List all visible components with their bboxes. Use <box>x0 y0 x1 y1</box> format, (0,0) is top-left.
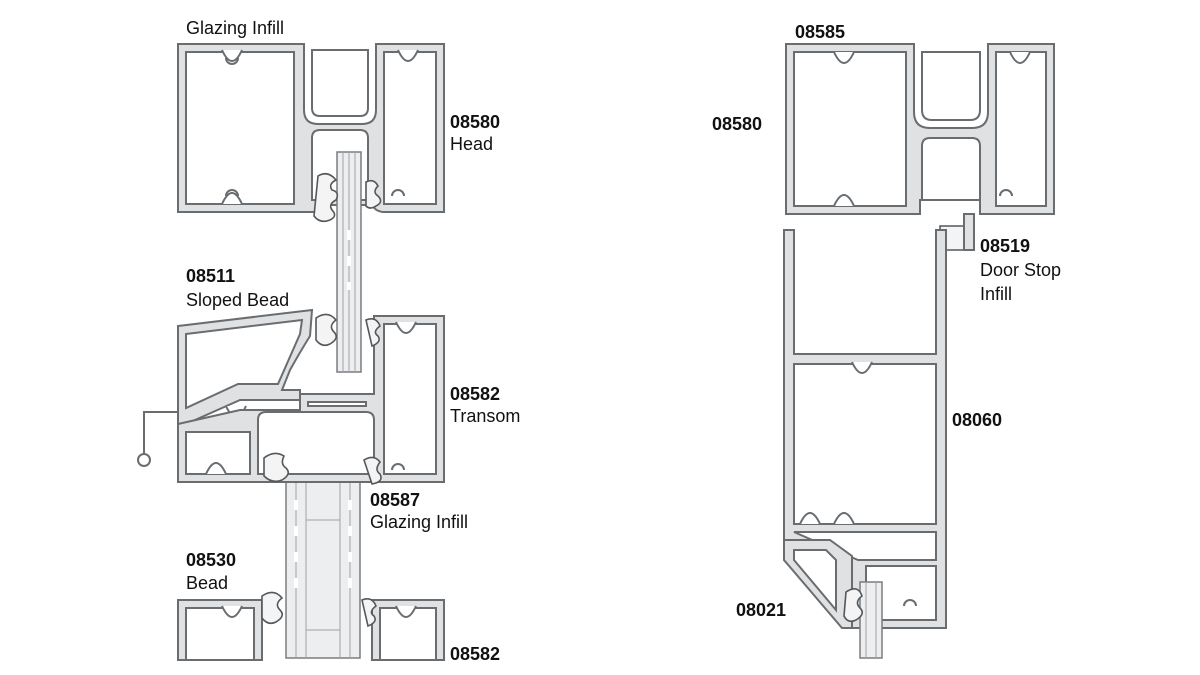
lower-bead-name: Bead <box>186 573 229 593</box>
door-glazing <box>859 581 883 659</box>
sloped-bead-name: Sloped Bead <box>186 290 290 310</box>
transom-profile <box>177 315 445 483</box>
drain-hook-ring <box>137 453 151 467</box>
transom-gasket-upper <box>315 313 338 347</box>
lower-gasket-left <box>261 591 284 625</box>
drain-hook <box>143 411 178 454</box>
door-bead-code: 08021 <box>736 600 787 620</box>
transom-glazing-name: Glazing Infill <box>370 512 469 532</box>
left-head-glazing-label: Glazing Infill <box>186 18 285 38</box>
transom-name: Transom <box>450 406 521 426</box>
lower-gasket-right <box>361 598 377 628</box>
left-head-code: 08580 <box>450 112 501 132</box>
sloped-bead-code: 08511 <box>186 266 236 286</box>
door-gasket <box>843 588 864 623</box>
door-stop-name-2: Infill <box>980 284 1013 304</box>
head-gasket-left <box>313 172 339 223</box>
head-gasket-right <box>365 179 382 209</box>
head-profile-left <box>177 43 445 213</box>
left-head-name: Head <box>450 134 494 154</box>
transom-gasket-lower-left <box>263 452 290 483</box>
door-stop-code: 08519 <box>980 236 1031 256</box>
door-bead-hole <box>793 549 837 613</box>
transom-glazing-code: 08587 <box>370 490 421 510</box>
transom-code: 08582 <box>450 384 501 404</box>
bottom-code: 08582 <box>450 644 501 664</box>
sloped-bead-profile <box>177 308 314 425</box>
door-code: 08060 <box>952 410 1003 430</box>
right-head-code: 08580 <box>712 114 763 134</box>
head-profile-right <box>785 43 1055 215</box>
door-stop-infill <box>963 213 975 251</box>
transom-gasket-right <box>365 318 381 348</box>
lower-bead-code: 08530 <box>186 550 237 570</box>
door-stop-name-1: Door Stop <box>980 260 1062 280</box>
glazing-infill-upper <box>336 151 362 373</box>
right-top-code: 08585 <box>795 22 846 42</box>
transom-gasket-lower-right <box>363 456 382 485</box>
lower-bead-profile <box>177 599 445 661</box>
